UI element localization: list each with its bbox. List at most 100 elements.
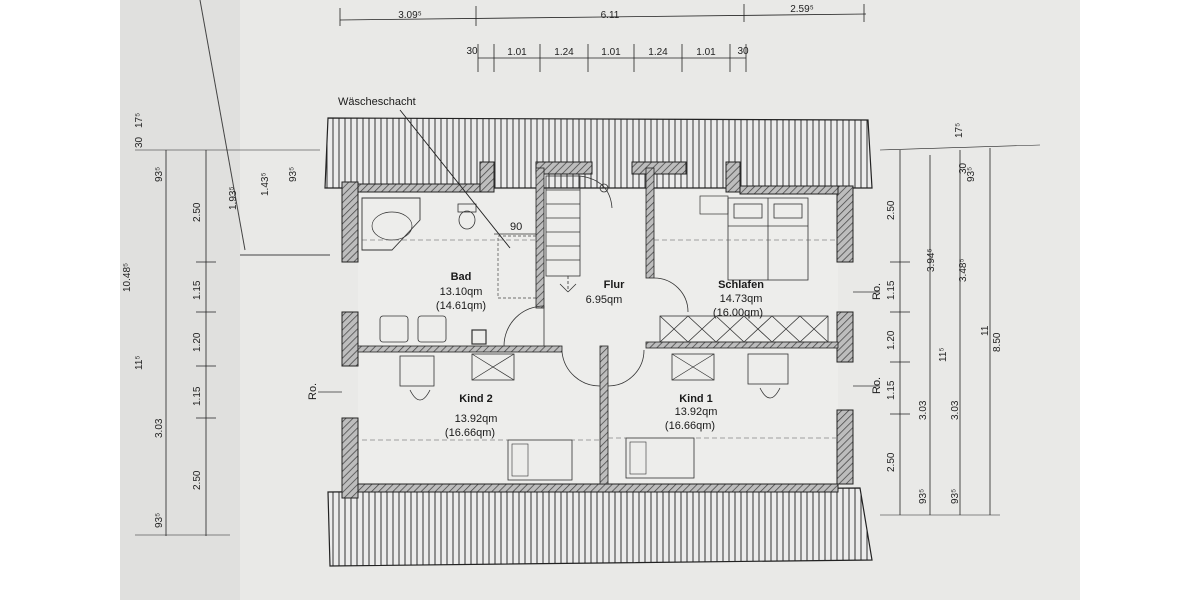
wall-left-upper (341, 181, 359, 263)
window-marker-right-lower: Ro. (871, 377, 883, 394)
dim-label: 93⁵ (950, 489, 961, 504)
dim-label: 8.50 (992, 332, 1003, 352)
roof-bottom (327, 487, 873, 567)
dim-label: 1.15 (886, 280, 897, 300)
wall-bad-kind2 (357, 345, 563, 353)
dim-label: 1.93⁵ (228, 186, 239, 210)
room-area-gross: (16.00qm) (713, 307, 763, 319)
toilet-bowl (458, 210, 476, 230)
dim-label: 1.01 (601, 47, 621, 58)
wall-dormer-top-right (631, 161, 687, 175)
dim-label: 30 (466, 46, 478, 57)
dim-label: 3.03 (950, 400, 961, 420)
roof-top (324, 117, 873, 189)
room-kind1: Kind 1 13.92qm (16.66qm) (665, 393, 717, 432)
wall-right-middle (836, 311, 854, 363)
dim-left-c: 10.48⁵ 11⁵ 3.03 93⁵ (122, 263, 165, 528)
door-bad (503, 305, 545, 347)
dim-label: 1.24 (648, 47, 668, 58)
dim-label: 1.20 (886, 330, 897, 350)
dim-label: 1.24 (554, 47, 574, 58)
wardrobe-schlafen (659, 315, 829, 343)
wall-schlafen-kind1 (645, 341, 839, 349)
dim-label: 1.20 (192, 332, 203, 352)
dim-left-a: 30 17⁵ 93⁵ 1.93⁵ 1.43⁵ 93⁵ (134, 113, 320, 536)
wall-flur-schlafen (645, 167, 655, 279)
wall-right-lower (836, 409, 854, 485)
shaft-leader (399, 109, 511, 249)
chair-kind1 (759, 387, 781, 399)
dim-label: 3.48⁵ (958, 258, 969, 282)
dim-label: 2.50 (886, 452, 897, 472)
wall-dormer-left (479, 161, 495, 193)
door-kind2 (561, 351, 601, 387)
room-area: 13.92qm (455, 413, 498, 425)
dim-label: 17⁵ (134, 113, 145, 128)
dim-label: 2.50 (886, 200, 897, 220)
room-name: Flur (604, 279, 625, 291)
dim-label: 93⁵ (288, 167, 299, 182)
wall-left-lower (341, 417, 359, 499)
door-kind1 (607, 349, 645, 387)
interior-floor (358, 190, 838, 488)
dim-label: 93⁵ (918, 489, 929, 504)
dim-left-b: 2.50 1.15 1.20 1.15 2.50 (192, 150, 216, 536)
room-name: Kind 1 (679, 393, 713, 405)
shaft-label: Wäscheschacht (338, 96, 416, 108)
stair-width-label: 90 (510, 221, 522, 233)
dim-label: 2.50 (192, 202, 203, 222)
room-area: 13.92qm (675, 406, 718, 418)
dim-label: 2.59⁵ (790, 4, 814, 15)
dim-label: 11⁵ (938, 347, 949, 362)
construction-line (199, 0, 246, 251)
room-area: 6.95qm (586, 294, 623, 306)
wall-kind2-kind1 (599, 345, 609, 485)
dim-label: 3.09⁵ (398, 10, 422, 21)
room-flur: Flur 6.95qm (586, 279, 625, 306)
room-area: 13.10qm (440, 286, 483, 298)
room-area-gross: (16.66qm) (445, 427, 495, 439)
wall-left-middle (341, 311, 359, 367)
sink-left (379, 315, 409, 343)
bathtub (361, 197, 421, 251)
room-name: Schlafen (718, 279, 764, 291)
wall-top-bad (357, 183, 483, 193)
room-name: Kind 2 (459, 393, 493, 405)
stair-post (599, 183, 609, 193)
room-area: 14.73qm (720, 293, 763, 305)
dim-label: 17⁵ (954, 123, 965, 138)
dim-top-main: 3.09⁵ 6.11 2.59⁵ (339, 4, 867, 26)
dim-label: 1.15 (192, 280, 203, 300)
dim-right-b: 2.50 1.15 1.20 1.15 2.50 (886, 150, 910, 515)
dim-label: 30 (958, 162, 969, 174)
room-bad: Bad 13.10qm (14.61qm) (436, 271, 486, 312)
wall-right-upper (836, 185, 854, 263)
wall-top-schlafen (739, 185, 839, 195)
door-schlafen (653, 277, 689, 313)
dim-right-a: 17⁵ 30 93⁵ 3.94⁵ 3.48⁵ (879, 123, 1041, 516)
wall-dormer-right (725, 161, 741, 193)
dim-label: 30 (737, 46, 749, 57)
dim-top-sub: 30 1.01 1.24 1.01 1.24 1.01 30 (466, 44, 749, 72)
toilet-tank (457, 203, 477, 213)
dim-label: 6.11 (601, 10, 620, 21)
double-bed (727, 197, 809, 281)
room-kind2: Kind 2 13.92qm (16.66qm) (445, 393, 497, 439)
wardrobe-kind2 (471, 353, 515, 381)
room-area-gross: (14.61qm) (436, 300, 486, 312)
pillow-kind2 (511, 443, 529, 477)
wardrobe-kind1 (671, 353, 715, 381)
wall-dormer-top-left (535, 161, 593, 175)
staircase (545, 175, 613, 293)
dim-label: 1.43⁵ (260, 172, 271, 196)
wall-bottom (357, 483, 839, 493)
wall-bad-flur (535, 167, 545, 309)
room-schlafen: Schlafen 14.73qm (16.00qm) (713, 279, 764, 319)
dim-right-c: 11⁵ 3.03 3.03 93⁵ 93⁵ 8.50 11 (918, 148, 1003, 515)
dim-label: 93⁵ (154, 513, 165, 528)
dim-label: 1.15 (192, 386, 203, 406)
dim-label: 30 (134, 136, 145, 148)
desk-kind1 (747, 353, 789, 385)
dim-label: 3.03 (154, 418, 165, 438)
